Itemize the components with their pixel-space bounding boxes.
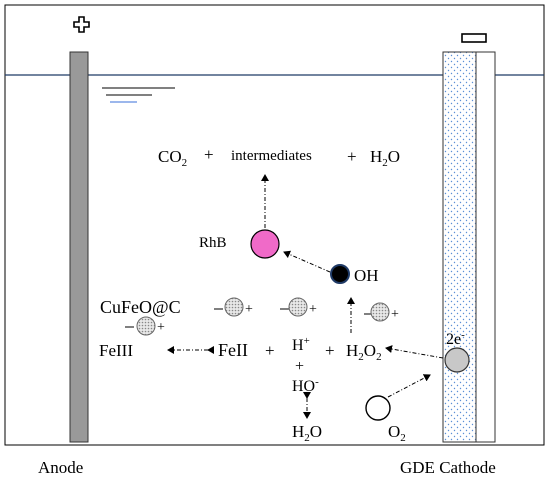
arrow-oh-to-rhb <box>283 250 331 273</box>
plus-sign: + <box>204 145 214 164</box>
h2o2-label: H2O2 <box>346 341 382 363</box>
plus-sign: + <box>347 147 357 166</box>
o2-molecule <box>365 395 391 421</box>
o2-label: O2 <box>388 422 406 444</box>
catalyst-particle <box>288 297 308 317</box>
anode-label: Anode <box>38 458 83 477</box>
intermediates-label: intermediates <box>231 148 312 164</box>
catalyst-label: CuFeO@C <box>100 297 181 317</box>
ho-minus-label: HO- <box>292 376 319 395</box>
fe3-label: FeIII <box>99 341 133 360</box>
oh-label: OH <box>354 266 379 285</box>
electrons-label: 2e- <box>446 329 465 348</box>
hydroxyl-radical-dot <box>330 264 350 284</box>
rhb-label: RhB <box>199 235 227 251</box>
arrow-o2-to-cathode <box>387 374 431 398</box>
plus-sign: + <box>391 307 399 322</box>
cell-frame <box>4 4 545 446</box>
catalyst-particle <box>136 316 156 336</box>
gde-cathode-electrode <box>442 51 477 443</box>
electron-particle <box>444 347 470 373</box>
plus-sign-icon <box>73 16 90 33</box>
h-plus-label: H+ <box>292 335 310 354</box>
arrow-electron-to-h2o2 <box>385 345 444 359</box>
rhb-molecule <box>250 229 280 259</box>
plus-sign: + <box>265 341 275 360</box>
minus-sign-icon <box>461 33 487 43</box>
plus-sign: + <box>157 320 165 335</box>
h2o-label: H2O <box>292 422 322 444</box>
fe2-label: FeII <box>218 340 248 360</box>
catalyst-particle <box>370 302 390 322</box>
plus-sign: + <box>245 302 253 317</box>
anode-electrode <box>69 51 89 443</box>
plus-sign: + <box>309 302 317 317</box>
plus-sign: + <box>295 358 304 375</box>
cathode-backing <box>475 51 496 443</box>
catalyst-particle <box>224 297 244 317</box>
co2-label: CO2 <box>158 147 187 169</box>
plus-sign: + <box>325 341 335 360</box>
cathode-label: GDE Cathode <box>400 458 496 477</box>
h2o-product-label: H2O <box>370 147 400 169</box>
